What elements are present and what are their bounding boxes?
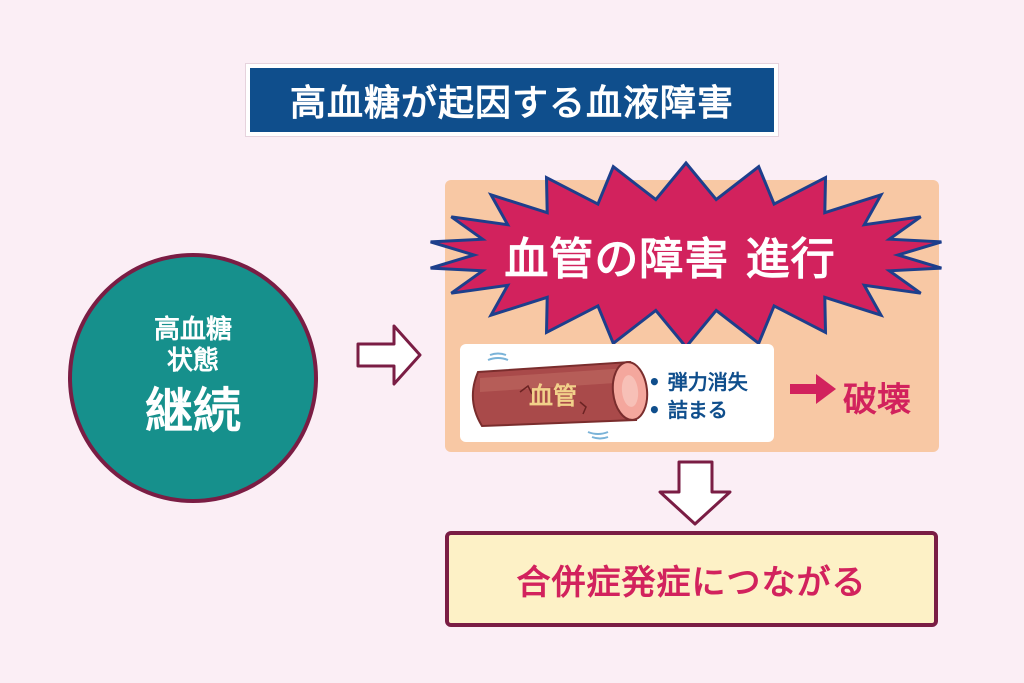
condition-circle: 高血糖 状態 継続 bbox=[68, 253, 318, 503]
condition-line-3: 継続 bbox=[144, 383, 241, 440]
outcome-box: 合併症発症につながる bbox=[445, 531, 938, 627]
progression-headline: 血管の障害 進行 bbox=[504, 234, 836, 285]
effects-list: 弾力消失 詰まる bbox=[648, 368, 748, 424]
right-arrow-icon bbox=[356, 324, 422, 386]
condition-line-2: 状態 bbox=[166, 346, 219, 377]
effect-item: 弾力消失 bbox=[648, 368, 748, 396]
small-right-arrow-icon bbox=[790, 374, 836, 404]
blood-vessel-icon bbox=[471, 352, 649, 440]
condition-line-1: 高血糖 bbox=[153, 315, 232, 346]
down-arrow-icon bbox=[658, 460, 732, 526]
effect-item: 詰まる bbox=[648, 396, 748, 424]
result-text: 破壊 bbox=[843, 380, 911, 420]
page-title-text: 高血糖が起因する血液障害 bbox=[289, 83, 734, 124]
page-title: 高血糖が起因する血液障害 bbox=[246, 64, 778, 136]
vessel-label: 血管 bbox=[529, 382, 577, 410]
outcome-text: 合併症発症につながる bbox=[516, 562, 867, 603]
